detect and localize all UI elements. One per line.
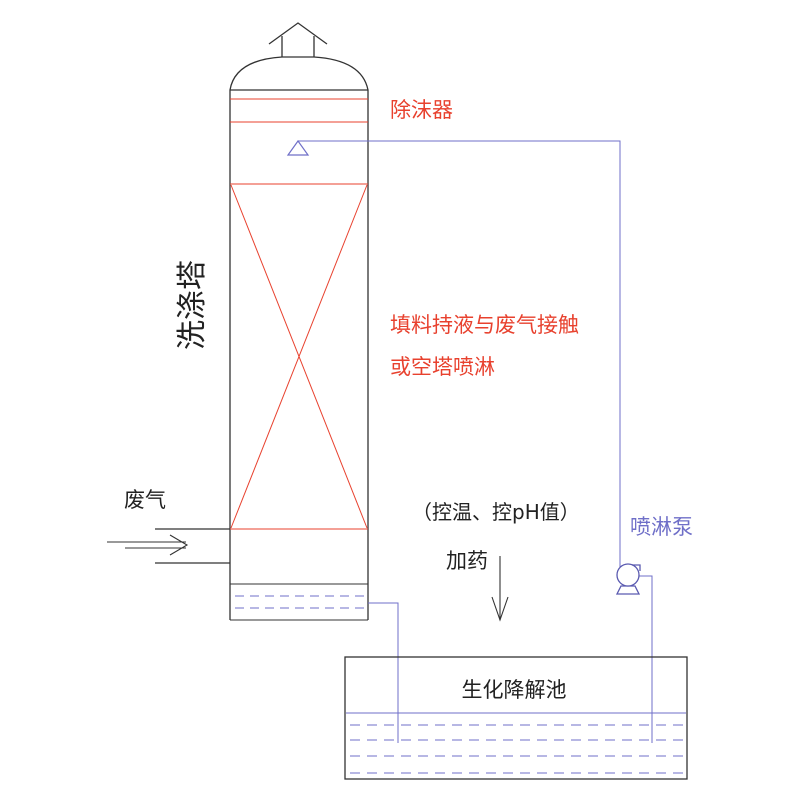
spray-nozzle-icon — [286, 139, 310, 156]
exhaust-gas-label: 废气 — [124, 488, 166, 512]
spray-pump-icon — [615, 563, 641, 595]
demister-layer — [230, 98, 368, 123]
bio-pool-label: 生化降解池 — [462, 678, 567, 702]
bio-pool — [344, 656, 688, 780]
scrubber-tower — [229, 56, 369, 620]
packing-note-line2: 或空塔喷淋 — [390, 355, 495, 379]
dosing-arrow-icon — [491, 556, 509, 622]
drain-line — [368, 602, 399, 743]
control-note-label: （控温、控pH值） — [412, 500, 580, 524]
gas-inlet-pipe — [155, 528, 230, 564]
spray-circulation-line — [298, 140, 653, 743]
exhaust-outlet — [268, 22, 328, 57]
spray-pump-label: 喷淋泵 — [630, 515, 693, 539]
packing-note-line1: 填料持液与废气接触 — [390, 313, 579, 337]
tower-label: 洗涤塔 — [175, 260, 210, 350]
demister-label: 除沫器 — [390, 98, 453, 122]
dosing-label: 加药 — [446, 549, 488, 573]
packing-section — [230, 183, 368, 530]
tower-sump — [230, 583, 368, 621]
inlet-arrow-icon — [107, 534, 189, 556]
